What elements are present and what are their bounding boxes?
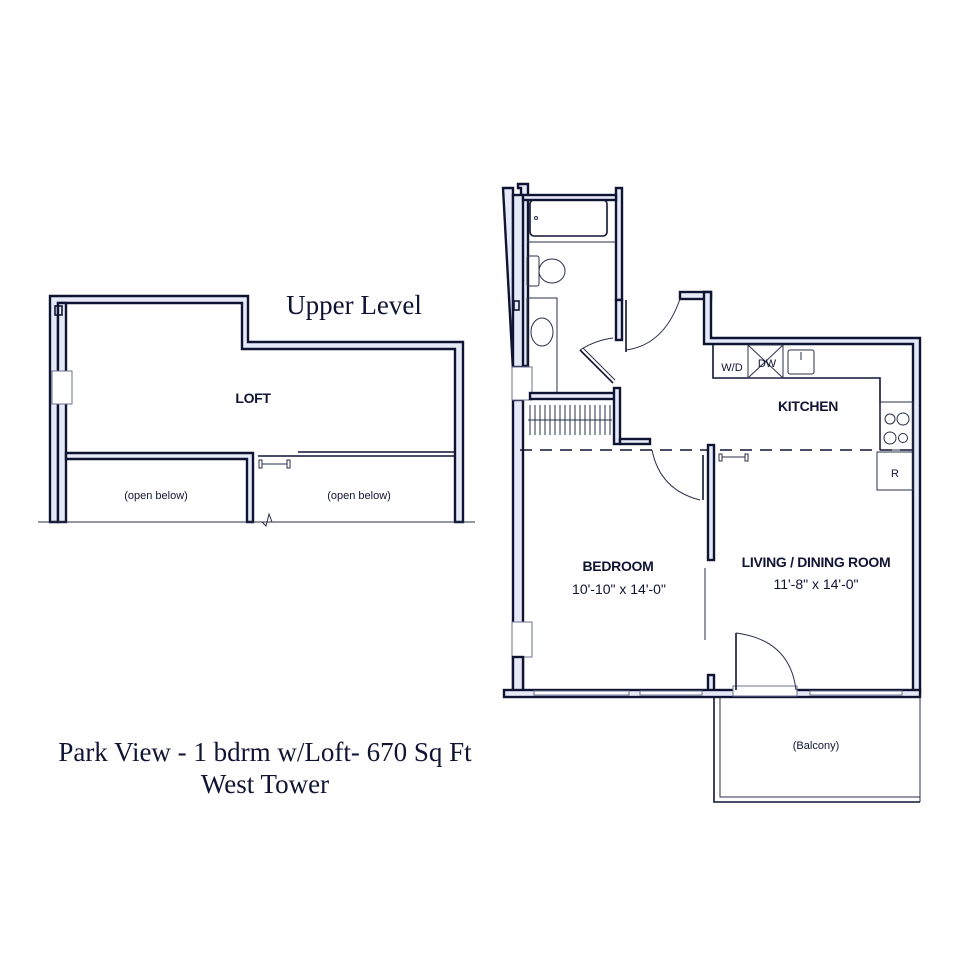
kitchen-exterior-wall	[702, 290, 922, 694]
bathtub-icon	[529, 199, 608, 237]
loft-divider-wall	[64, 451, 255, 524]
bedroom-window	[511, 621, 533, 658]
caption-line-2: West Tower	[200, 769, 330, 799]
loft-column	[54, 305, 63, 316]
open-below-right-label: (open below)	[327, 490, 391, 502]
toilet-icon	[538, 258, 566, 284]
upper-level-heading: Upper Level	[286, 290, 422, 320]
rod-icon	[718, 453, 749, 462]
balcony-label: (Balcony)	[793, 740, 839, 752]
closet-right-wall	[612, 386, 622, 446]
sink-icon	[530, 317, 554, 347]
balcony-door-opening	[732, 685, 798, 697]
living-dining-dimensions: 11'-8" x 14'-0"	[773, 576, 858, 592]
refrigerator-label: R	[891, 468, 899, 480]
bath-window	[511, 366, 533, 401]
open-below-left-label: (open below)	[124, 490, 188, 502]
bath-left-wall	[511, 193, 525, 369]
partition-wall	[706, 443, 716, 562]
refrigerator-icon	[876, 451, 914, 491]
bedroom-left-wall-lower	[511, 655, 525, 695]
kitchen-sink-icon	[787, 349, 815, 375]
loft-railing	[298, 451, 456, 457]
dishwasher-icon	[747, 344, 784, 379]
bedroom-window-bottom-2	[639, 690, 703, 696]
rod-icon	[258, 459, 291, 469]
kitchen-counter	[712, 344, 881, 450]
caption-line-1: Park View - 1 bdrm w/Loft- 670 Sq Ft	[58, 737, 472, 767]
caption: Park View - 1 bdrm w/Loft- 670 Sq Ft Wes…	[10, 736, 520, 800]
kitchen-label: KITCHEN	[778, 398, 838, 414]
living-window-bottom	[809, 690, 903, 696]
balcony-door-swing	[735, 632, 797, 691]
break-symbol	[261, 512, 273, 527]
bedroom-label: BEDROOM	[582, 558, 653, 574]
bath-door[interactable]	[579, 349, 614, 384]
bedroom-door-swing	[651, 449, 701, 501]
dishwasher-label: DW	[758, 358, 777, 370]
closet-rod-hangers	[528, 405, 612, 435]
living-dining-label: LIVING / DINING ROOM	[742, 554, 891, 570]
closet-bottom-wall	[618, 437, 652, 446]
bath-column	[513, 300, 520, 311]
balcony-railing	[719, 697, 920, 798]
upper-level-plan: Upper Level LOFT (open below) (open belo…	[38, 290, 475, 527]
bath-door-jamb	[614, 298, 624, 342]
main-level-plan: KITCHEN W/D DW R BEDROOM 10'-10" x 14'-0…	[501, 182, 922, 803]
balcony-outline	[713, 697, 920, 803]
closet-top-wall	[528, 391, 618, 401]
bedroom-window-bottom	[533, 690, 630, 696]
loft-outer-wall	[48, 294, 465, 524]
loft-window	[51, 370, 73, 405]
washer-dryer-label: W/D	[721, 362, 742, 374]
bottom-exterior-wall	[502, 688, 922, 699]
bath-door-swing	[579, 337, 614, 351]
entry-door-swing	[625, 298, 681, 351]
loft-label: LOFT	[235, 390, 271, 406]
bath-right-wall	[614, 186, 624, 302]
bedroom-dimensions: 10'-10" x 14'-0"	[572, 581, 666, 597]
loft-left-wall	[56, 301, 68, 524]
stove-icon	[879, 401, 914, 451]
